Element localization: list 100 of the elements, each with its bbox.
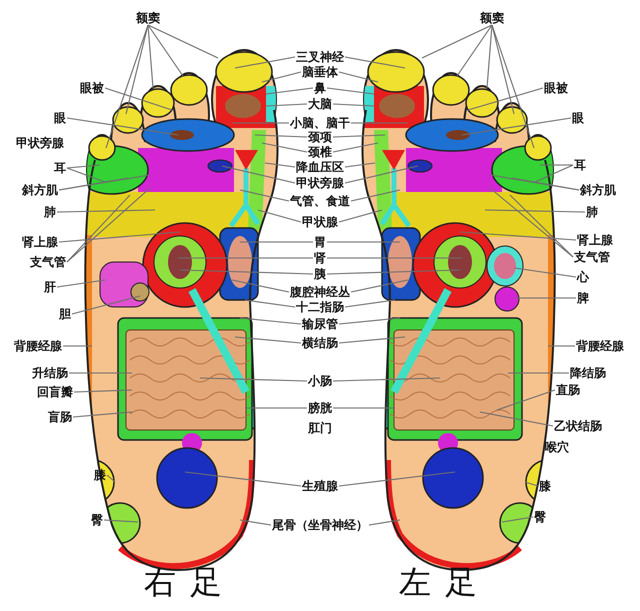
leader-line	[344, 165, 418, 184]
leader-line	[240, 189, 290, 202]
zone-label: 鼻	[314, 81, 326, 95]
leader-line	[262, 142, 308, 153]
zone-label: 喉穴	[545, 440, 569, 454]
leader-line	[540, 164, 573, 166]
leader-line	[232, 279, 290, 293]
leader-line	[333, 407, 395, 409]
leader-line	[266, 87, 314, 95]
foot-title: 左足	[399, 562, 491, 603]
leader-line	[104, 519, 138, 523]
zone-label: 支气管	[574, 250, 610, 264]
leader-line	[58, 231, 180, 243]
leader-line	[56, 279, 106, 288]
zone-label: 气管、食道	[290, 194, 350, 208]
leader-line	[350, 189, 400, 202]
zone-label: 眼	[54, 111, 66, 125]
leader-line	[66, 167, 106, 183]
leader-line	[351, 122, 408, 124]
leader-line	[490, 188, 574, 258]
zone-label: 臀	[91, 513, 103, 527]
leader-line	[484, 209, 586, 213]
leader-line	[344, 299, 396, 308]
zone-label: 脑垂体	[302, 65, 338, 79]
leader-line	[178, 257, 313, 259]
leader-line	[350, 279, 408, 293]
leader-line	[332, 134, 386, 138]
leader-line	[524, 481, 538, 487]
zone-label: 心	[577, 270, 589, 284]
leader-line	[104, 87, 172, 111]
zone-label: 回盲瓣	[37, 385, 73, 399]
zone-label: 肛门	[308, 421, 332, 435]
zone-label: 升结肠	[32, 366, 68, 380]
leader-line	[491, 24, 515, 114]
leader-line	[422, 24, 492, 58]
leader-line	[244, 299, 296, 308]
zone-label: 甲状腺	[302, 215, 338, 229]
leader-line	[534, 164, 574, 182]
zone-label: 背腰经腺	[576, 339, 624, 353]
leader-line	[327, 241, 400, 243]
leader-line	[514, 267, 576, 278]
leader-line	[344, 162, 376, 168]
leader-line	[462, 117, 572, 136]
leader-line	[486, 24, 493, 88]
zone-label: 胰	[314, 267, 326, 281]
leader-line	[222, 165, 296, 184]
leader-line	[332, 103, 374, 107]
zone-label: 横结肠	[302, 336, 338, 350]
zone-label: 耳	[574, 158, 586, 172]
zone-label: 肺	[44, 205, 56, 219]
leader-line	[240, 317, 302, 325]
leader-line	[105, 24, 149, 148]
zone-label: 肾上腺	[577, 233, 613, 247]
zone-label: 肾	[314, 251, 326, 265]
leader-line	[510, 194, 574, 258]
zone-label: 眼	[572, 111, 584, 125]
zone-label: 三叉神经	[296, 50, 344, 64]
leader-line	[72, 411, 132, 418]
zone-label: 甲状旁腺	[296, 176, 344, 190]
zone-label: 颈椎	[308, 145, 332, 159]
zone-label: 乙状结肠	[554, 419, 602, 433]
leader-line	[368, 519, 400, 526]
leader-line	[234, 336, 302, 344]
leader-line	[245, 407, 307, 409]
zone-label: 小脑、脑干	[290, 116, 350, 130]
leader-line	[460, 231, 576, 241]
zone-label: 降结肠	[570, 366, 606, 380]
leader-line	[125, 24, 149, 114]
leader-line	[332, 377, 440, 382]
zone-label: 甲状旁腺	[16, 136, 64, 150]
leader-line	[327, 257, 462, 259]
leader-line	[332, 142, 378, 153]
leader-line	[480, 411, 554, 427]
leader-line	[264, 162, 296, 168]
leader-line	[548, 345, 575, 347]
zone-label: 额窦	[136, 11, 160, 25]
zone-label: 大脑	[308, 97, 332, 111]
leader-line	[508, 372, 569, 374]
leader-line	[266, 103, 308, 107]
leader-line	[490, 174, 580, 191]
zone-label: 肺	[586, 205, 598, 219]
zone-label: 膝	[539, 479, 551, 493]
leader-line	[200, 377, 308, 382]
zone-label: 颈项	[308, 130, 332, 144]
zone-label: 臀	[534, 510, 546, 524]
leader-line	[148, 24, 184, 76]
leader-line	[258, 209, 302, 223]
zone-label: 眼被	[544, 81, 568, 95]
leader-line	[232, 122, 289, 124]
leader-line	[240, 519, 272, 526]
leader-line	[66, 117, 178, 136]
zone-label: 降血压区	[296, 160, 344, 174]
leader-line	[56, 209, 156, 213]
leader-line	[262, 71, 302, 83]
zone-label: 耳	[54, 161, 66, 175]
leader-line	[338, 209, 382, 223]
zone-label: 眼被	[80, 81, 104, 95]
zone-label: 直肠	[556, 383, 580, 397]
leader-line	[515, 297, 576, 299]
leader-line	[66, 188, 150, 262]
